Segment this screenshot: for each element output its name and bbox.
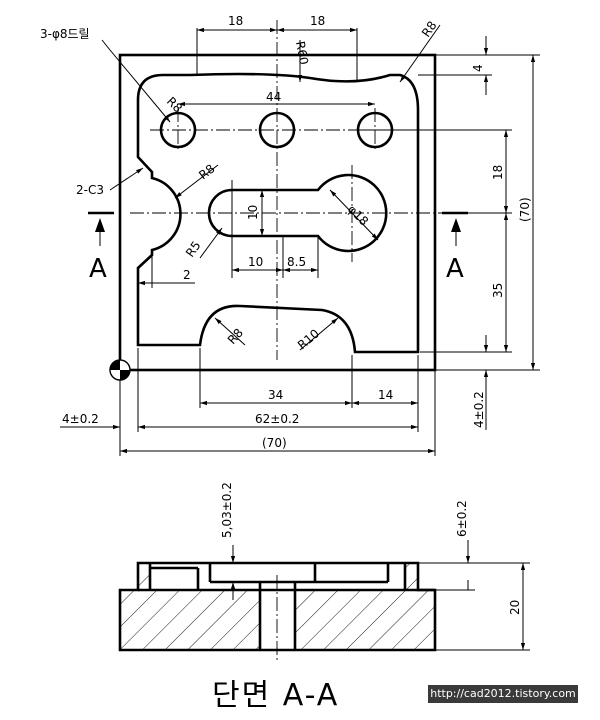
dim-4-right-bottom: 4±0.2 [472,391,486,428]
dim-70-right: (70) [518,197,532,222]
dim-35: 35 [491,283,505,298]
section-label-left: A [89,254,107,284]
dim-r8-top-right: R8 [419,19,440,40]
section-view: 5,03±0.2 6±0.2 20 단면 A-A [118,482,530,713]
dim-section-depth-1: 5,03±0.2 [220,482,234,538]
dim-14: 14 [378,388,393,402]
origin-datum-symbol [109,359,131,381]
pocket-outline [136,72,420,354]
watermark: http://cad2012.tistory.com [428,685,578,703]
dim-top-18-left: 18 [228,14,243,28]
dim-r10: R10 [295,326,322,352]
dim-drill: 3-φ8드릴 [40,27,90,41]
outer-outline [118,53,437,372]
dim-10-vertical: 10 [246,205,260,220]
dim-10: 10 [248,255,263,269]
dim-34: 34 [268,388,283,402]
dim-chamfer: 2-C3 [76,183,104,197]
dim-4-right-top: 4 [471,64,485,72]
dim-4-left: 4±0.2 [62,412,99,426]
dim-top-18-right: 18 [310,14,325,28]
plan-view: 3-φ8드릴 18 18 R60 R8 R8 44 R8 2-C3 10 φ18… [40,14,540,456]
dim-8-5: 8.5 [287,255,306,269]
dim-r60: R60 [293,40,311,66]
keyhole-island [207,173,388,253]
dim-phi18: φ18 [345,202,371,228]
dim-18-right: 18 [491,165,505,180]
dim-section-height: 20 [508,600,522,615]
dim-70-bottom: (70) [262,436,287,450]
section-title: 단면 A-A [212,678,339,713]
dim-2: 2 [183,268,191,282]
dim-62: 62±0.2 [255,412,299,426]
dim-section-depth-2: 6±0.2 [455,500,469,537]
section-label-right: A [446,254,464,284]
dim-r8-bottom: R8 [225,326,246,347]
dim-44: 44 [266,90,281,104]
